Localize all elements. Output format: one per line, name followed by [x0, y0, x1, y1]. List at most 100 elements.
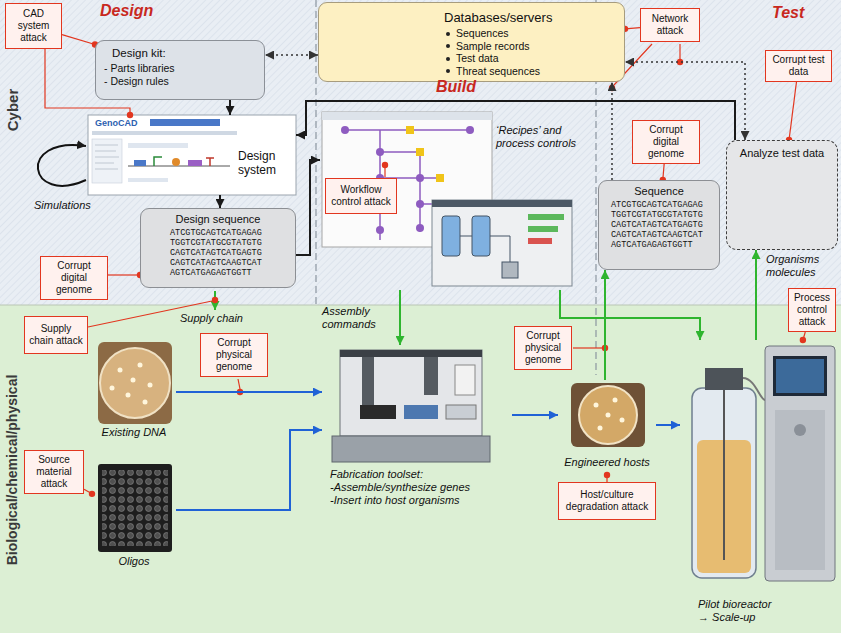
- node-label: Analyze test data: [731, 147, 833, 160]
- kit-item: - Parts libraries: [104, 62, 256, 75]
- attack-callout: Workflow control attack: [325, 178, 397, 214]
- workflow-screenshot: [322, 112, 492, 120]
- process-control-screenshot: [432, 200, 572, 286]
- callout-text: Host/culture degradation attack: [562, 489, 652, 513]
- leader-dot: [604, 472, 610, 478]
- region-title: Design: [100, 2, 153, 20]
- image-caption: Existing DNA: [94, 426, 174, 439]
- petri-dish-photo: [100, 348, 170, 418]
- process-control-screenshot: [528, 226, 558, 232]
- process-control-screenshot: [442, 216, 460, 256]
- sequence-heading: Sequence: [604, 185, 714, 198]
- design-screenshot: [92, 131, 237, 135]
- fabrication-illustration: [446, 405, 476, 419]
- database-item: Test data: [444, 52, 618, 65]
- bioreactor-illustration: [692, 346, 835, 581]
- annotation: Assembly commands: [322, 305, 386, 331]
- leader-dot: [800, 337, 806, 343]
- leader-line: [679, 44, 680, 59]
- sequence-heading: Design sequence: [146, 213, 290, 226]
- host-culture-photo: [571, 383, 645, 447]
- design-kit-box: Design kit:- Parts libraries- Design rul…: [95, 40, 265, 100]
- region-divider: [315, 0, 316, 305]
- background-band: [0, 305, 841, 633]
- flow-arrow: [265, 54, 318, 56]
- image-caption: Oligos: [94, 555, 174, 568]
- image-node: Engineered hosts: [558, 380, 656, 475]
- bioreactor-illustration: [773, 356, 827, 396]
- process-control-screenshot: [502, 262, 518, 278]
- bioreactor-illustration: [765, 346, 835, 581]
- bioreactor-illustration: [776, 359, 824, 393]
- design-screenshot: [134, 160, 146, 166]
- region-title: Build: [436, 78, 476, 96]
- fabrication-illustration: [332, 350, 490, 462]
- image-caption: → Scale-up: [698, 611, 836, 624]
- host-culture-photo: [620, 418, 625, 423]
- flow-arrow: [656, 424, 680, 426]
- workflow-screenshot: [466, 126, 474, 134]
- attack-callout: Supply chain attack: [24, 316, 88, 354]
- process-control-screenshot: [460, 236, 510, 262]
- petri-dish-photo: [148, 383, 153, 388]
- workflow-screenshot: [416, 148, 424, 156]
- database-item: Sample records: [444, 40, 618, 53]
- attack-callout: Corrupt physical genome: [200, 333, 268, 377]
- flow-arrow: [611, 82, 613, 180]
- leader-line: [573, 347, 602, 348]
- host-culture-photo: [579, 386, 637, 444]
- analysis-box: Analyze test data: [726, 140, 838, 250]
- image-caption: Pilot bioreactor: [698, 598, 836, 611]
- database-box: Databases/serversSequencesSample records…: [318, 2, 625, 82]
- flow-arrow: [296, 160, 320, 255]
- fabrication-illustration: [340, 350, 482, 357]
- band-label: Cyber: [4, 89, 21, 132]
- design-screenshot: [88, 115, 296, 195]
- flow-arrow: [176, 391, 322, 393]
- leader-line: [789, 82, 796, 140]
- bioreactor-illustration: [705, 368, 743, 390]
- workflow-screenshot: [376, 226, 384, 234]
- oligo-plate-photo: [102, 470, 168, 546]
- image-caption: -Insert into host organisms: [330, 494, 510, 507]
- attack-callout: Corrupt digital genome: [40, 256, 108, 300]
- bioreactor-illustration: [743, 378, 765, 400]
- attack-callout: Host/culture degradation attack: [558, 482, 656, 520]
- node-label: Design system: [238, 149, 292, 177]
- callout-text: Source material attack: [28, 454, 80, 490]
- petri-dish-photo: [118, 368, 123, 373]
- image-node: Fabrication toolset:-Assemble/synthesize…: [322, 345, 512, 513]
- annotation: Simulations: [34, 199, 91, 212]
- leader-line: [238, 379, 240, 389]
- attack-callout: Network attack: [640, 8, 700, 42]
- petri-dish-photo: [131, 378, 136, 383]
- callout-text: Process control attack: [792, 292, 832, 328]
- attack-callout: Corrupt physical genome: [514, 326, 572, 370]
- design-screenshot: [95, 151, 116, 152]
- leader-line: [62, 35, 95, 45]
- image-caption: Engineered hosts: [560, 456, 654, 469]
- image-node: Oligos: [92, 462, 176, 574]
- callout-text: Corrupt physical genome: [204, 337, 264, 373]
- flow-arrow: [604, 270, 606, 380]
- bioreactor-illustration: [794, 424, 806, 436]
- sequence-box: SequenceATCGTGCAGTCATGAGAG TGGTCGTATGCGT…: [598, 180, 720, 270]
- design-screenshot: [95, 163, 114, 164]
- image-node: Existing DNA: [92, 340, 176, 445]
- attack-callout: Process control attack: [788, 288, 836, 332]
- attack-callout: Corrupt digital genome: [632, 120, 700, 164]
- leader-dot: [127, 112, 133, 118]
- database-item: Threat sequences: [444, 65, 618, 78]
- leader-dot: [89, 491, 95, 497]
- flow-arrow: [755, 250, 757, 340]
- callout-text: Corrupt digital genome: [636, 124, 696, 160]
- flow-arrow: [229, 100, 231, 115]
- design-screenshot: [188, 160, 202, 166]
- leader-line: [108, 274, 140, 275]
- workflow-screenshot: [416, 224, 424, 232]
- workflow-screenshot: [416, 174, 424, 182]
- leader-line: [384, 168, 385, 177]
- workflow-screenshot: [416, 200, 424, 208]
- attack-callout: Corrupt test data: [765, 50, 832, 82]
